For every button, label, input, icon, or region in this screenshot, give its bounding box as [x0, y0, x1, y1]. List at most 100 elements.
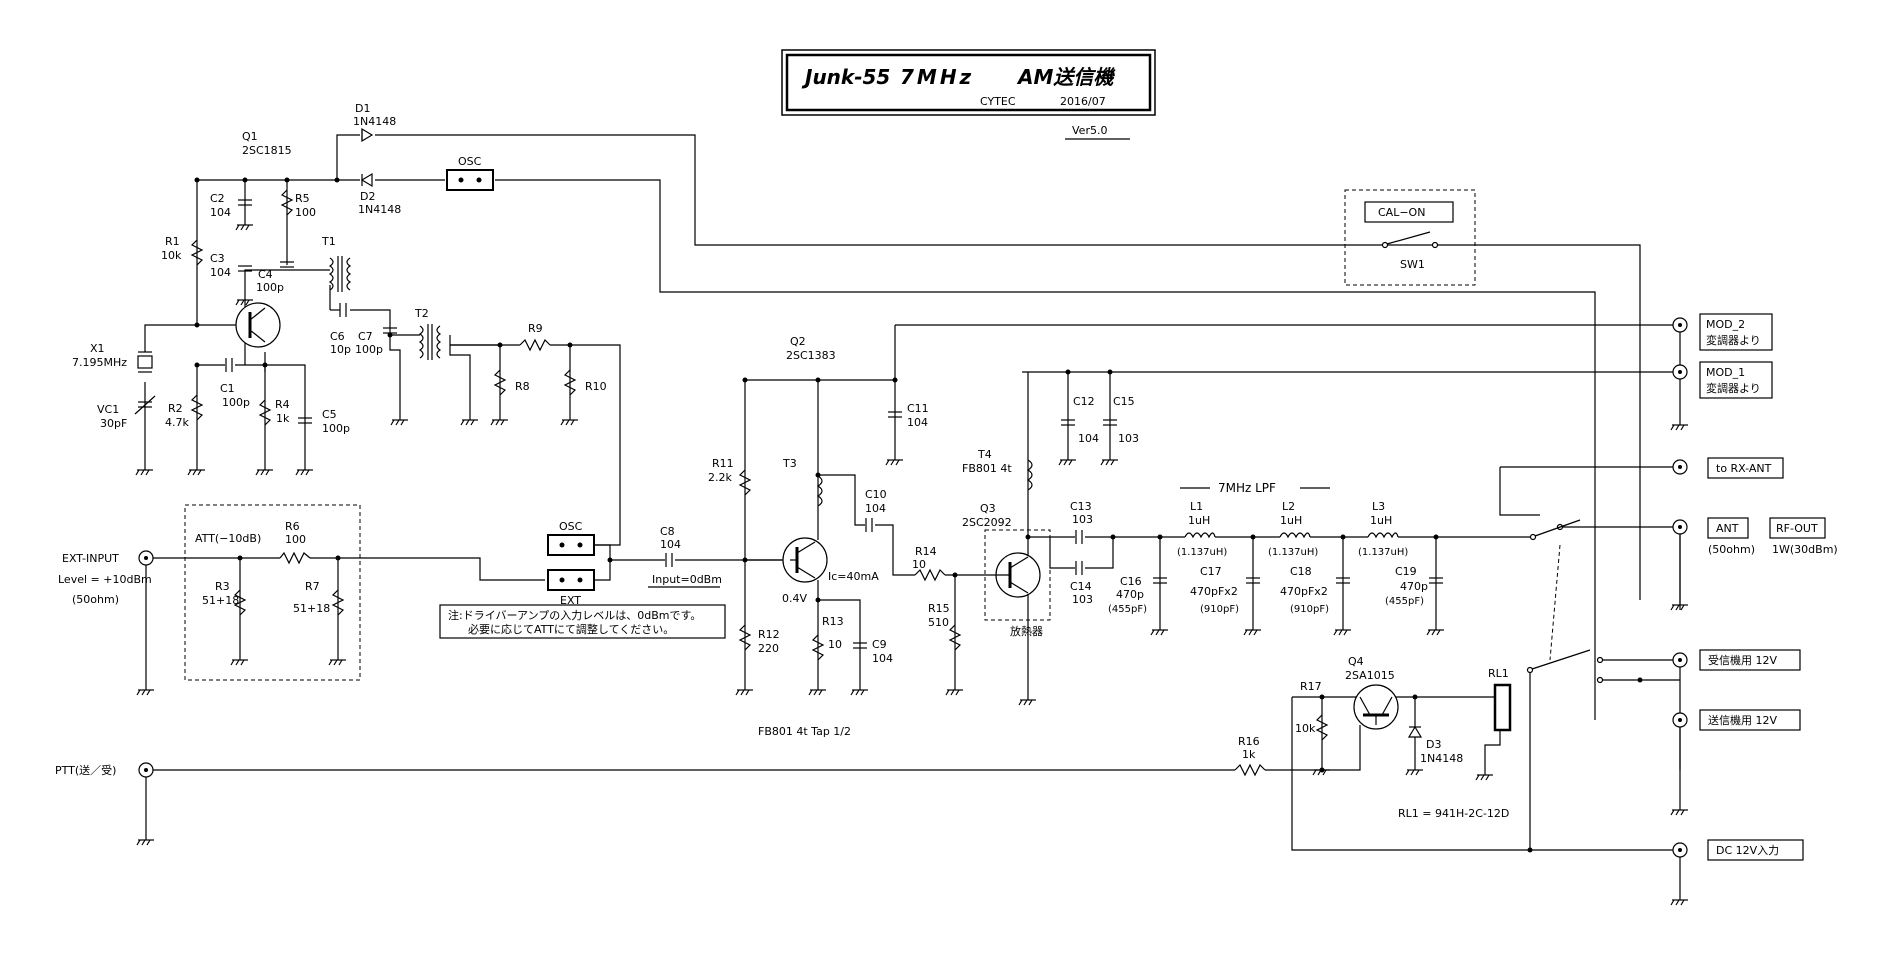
r6-ref: R6	[285, 520, 300, 533]
r16-value: 1k	[1242, 748, 1256, 761]
c12-ref: C12	[1073, 395, 1095, 408]
c15-value: 103	[1118, 432, 1139, 445]
capacitor-c14	[1075, 561, 1083, 575]
crystal-x1	[137, 351, 153, 373]
c11-ref: C11	[907, 402, 929, 415]
mod1-sublabel: 変調器より	[1706, 381, 1761, 395]
r3-value: 51+18	[202, 594, 239, 607]
r6-value: 100	[285, 533, 306, 546]
c4-ref: C4	[258, 268, 273, 281]
junction-dot	[607, 557, 613, 563]
ground-icon	[808, 689, 826, 696]
junction-dot	[194, 322, 200, 328]
c13-value: 103	[1072, 513, 1093, 526]
transistor-q3	[992, 552, 1041, 598]
ground-icon	[136, 689, 154, 696]
rx-12v-label: 受信機用 12V	[1708, 653, 1777, 667]
capacitor-c5	[298, 417, 312, 424]
vc1-ref: VC1	[97, 403, 119, 416]
c14-value: 103	[1072, 593, 1093, 606]
c13-ref: C13	[1070, 500, 1092, 513]
capacitor-c3	[238, 265, 252, 272]
note-box	[439, 604, 726, 639]
ground-icon	[235, 299, 253, 306]
r13-ref: R13	[822, 615, 844, 628]
r11-value: 2.2k	[708, 471, 732, 484]
r12-ref: R12	[758, 628, 780, 641]
inductor-l3	[1367, 532, 1399, 539]
inductor-t3	[816, 475, 823, 507]
transformer-t1	[328, 256, 352, 292]
junction-dot	[1025, 534, 1031, 540]
c9-ref: C9	[872, 638, 887, 651]
c3-value: 104	[210, 266, 231, 279]
ground-icon	[328, 659, 346, 666]
ground-icon	[1475, 774, 1493, 781]
ground-icon	[230, 659, 248, 666]
junction-dot	[815, 597, 821, 603]
junction-dot	[284, 177, 290, 183]
d3-part: 1N4148	[1420, 752, 1463, 765]
capacitor-c18	[1336, 577, 1350, 584]
x1-ref: X1	[90, 342, 105, 355]
relay-contact-ant	[1529, 519, 1581, 541]
r14-ref: R14	[915, 545, 937, 558]
mod2-sublabel: 変調器より	[1706, 333, 1761, 347]
capacitor-c12	[1061, 419, 1075, 426]
ext-input-impedance: (50ohm)	[72, 593, 119, 606]
capacitor-c1	[225, 358, 233, 372]
capacitor-c4	[280, 261, 294, 268]
osc-jumper-label: OSC	[559, 520, 583, 533]
ground-icon	[1670, 899, 1688, 906]
ext-input-level: Level = +10dBm	[58, 573, 152, 586]
r7-value: 51+18	[293, 602, 330, 615]
title-frequency: 7MHz	[900, 65, 974, 89]
ground-icon	[885, 459, 903, 466]
t1-label: T1	[321, 235, 336, 248]
ground-icon	[1333, 629, 1351, 636]
tx-12v-label: 送信機用 12V	[1708, 713, 1777, 727]
ground-icon	[1670, 809, 1688, 816]
capacitor-c17	[1246, 577, 1260, 584]
ground-icon	[460, 419, 478, 426]
diode-d3	[1407, 725, 1423, 738]
d3-ref: D3	[1426, 738, 1441, 751]
junction-dot	[194, 177, 200, 183]
l2-ref: L2	[1282, 500, 1295, 513]
junction-dot	[1527, 847, 1533, 853]
capacitor-c9	[853, 642, 867, 649]
c16-measured: (455pF)	[1108, 604, 1147, 615]
ant-label: ANT	[1716, 522, 1739, 535]
title-date: 2016/07	[1060, 95, 1106, 108]
junction-dot	[815, 377, 821, 383]
resistor-r12	[738, 624, 752, 651]
c6-value: 10p	[330, 343, 351, 356]
resistor-r11	[738, 469, 752, 496]
junction-dot	[1107, 369, 1113, 375]
title-device-type: AM送信機	[1016, 65, 1116, 89]
c1-value: 100p	[222, 396, 250, 409]
r17-value: 10k	[1295, 722, 1316, 735]
ground-icon	[255, 469, 273, 476]
r16-ref: R16	[1238, 735, 1260, 748]
junction-dot	[497, 342, 503, 348]
mod1-label: MOD_1	[1706, 366, 1745, 379]
q3-ref: Q3	[980, 502, 996, 515]
q2-part: 2SC1383	[786, 349, 836, 362]
relay-coil-rl1	[1493, 683, 1512, 732]
c12-value: 104	[1078, 432, 1099, 445]
resistor-r6	[279, 551, 311, 565]
rl1-part-label: RL1 = 941H-2C-12D	[1398, 807, 1509, 820]
q3-part: 2SC2092	[962, 516, 1012, 529]
c4-value: 100p	[256, 281, 284, 294]
ground-icon	[1150, 629, 1168, 636]
rx-ant-label: to RX-ANT	[1716, 462, 1772, 475]
r11-ref: R11	[712, 457, 734, 470]
version-label: Ver5.0	[1072, 124, 1107, 137]
inductor-l2	[1279, 532, 1311, 539]
inductor-l1	[1184, 532, 1216, 539]
transistor-q1	[235, 302, 281, 348]
junction-dot	[892, 377, 898, 383]
capacitor-c13	[1075, 530, 1083, 544]
